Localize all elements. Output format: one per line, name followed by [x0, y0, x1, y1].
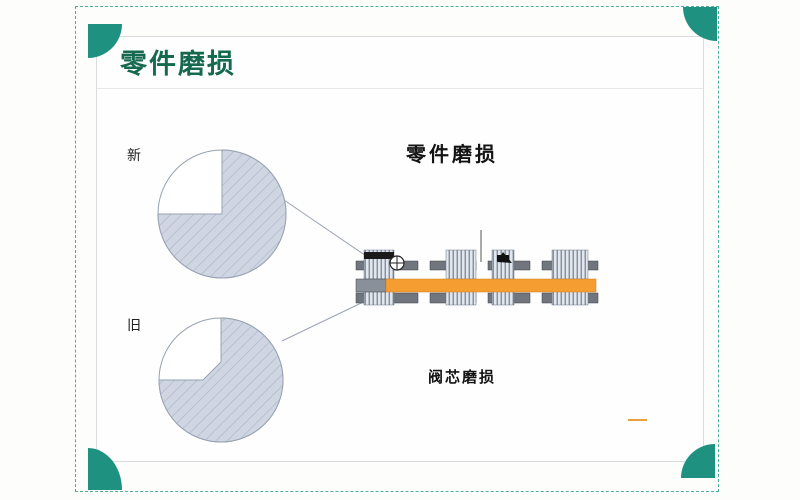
valve-cross-section — [355, 230, 599, 306]
new-part-circle — [157, 149, 287, 279]
title-divider — [97, 88, 703, 89]
label-old: 旧 — [127, 318, 141, 334]
worn-part-circle — [158, 317, 284, 443]
pointer-arrow-icon — [497, 252, 512, 263]
crosshair-circle-icon — [389, 255, 405, 271]
diagram-title: 零件磨损 — [406, 142, 498, 166]
label-new: 新 — [127, 148, 141, 164]
slide-frame-border — [75, 6, 719, 492]
slide-title: 零件磨损 — [120, 49, 236, 80]
orange-underline — [628, 419, 647, 421]
valve-wear-caption: 阀芯磨损 — [428, 368, 497, 386]
